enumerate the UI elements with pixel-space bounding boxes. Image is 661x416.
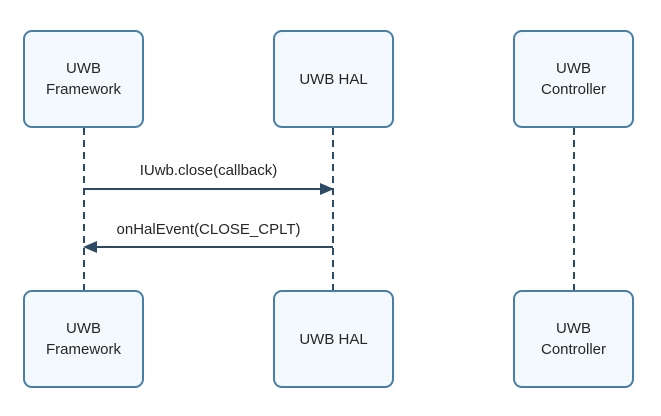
actor-box-framework-top: UWB Framework: [23, 30, 144, 128]
actor-box-framework-bottom: UWB Framework: [23, 290, 144, 388]
lifeline-framework: [83, 128, 85, 290]
message-close-label: IUwb.close(callback): [139, 162, 278, 179]
lifeline-hal: [332, 128, 334, 290]
actor-box-hal-top: UWB HAL: [273, 30, 394, 128]
arrowhead-left-icon: [83, 241, 97, 253]
actor-box-hal-bottom: UWB HAL: [273, 290, 394, 388]
lifeline-controller: [573, 128, 575, 290]
message-onhalevent-line: [95, 246, 333, 248]
actor-label-hal: UWB HAL: [299, 70, 368, 88]
actor-label-hal: UWB HAL: [299, 330, 368, 348]
actor-label-controller: UWB Controller: [540, 60, 607, 98]
message-close-line: [84, 188, 322, 190]
actor-label-framework: UWB Framework: [45, 60, 121, 98]
actor-box-controller-bottom: UWB Controller: [513, 290, 634, 388]
arrowhead-right-icon: [320, 183, 334, 195]
actor-label-controller: UWB Controller: [540, 320, 607, 358]
actor-label-framework: UWB Framework: [45, 320, 121, 358]
actor-box-controller-top: UWB Controller: [513, 30, 634, 128]
message-onhalevent-label: onHalEvent(CLOSE_CPLT): [116, 221, 301, 238]
